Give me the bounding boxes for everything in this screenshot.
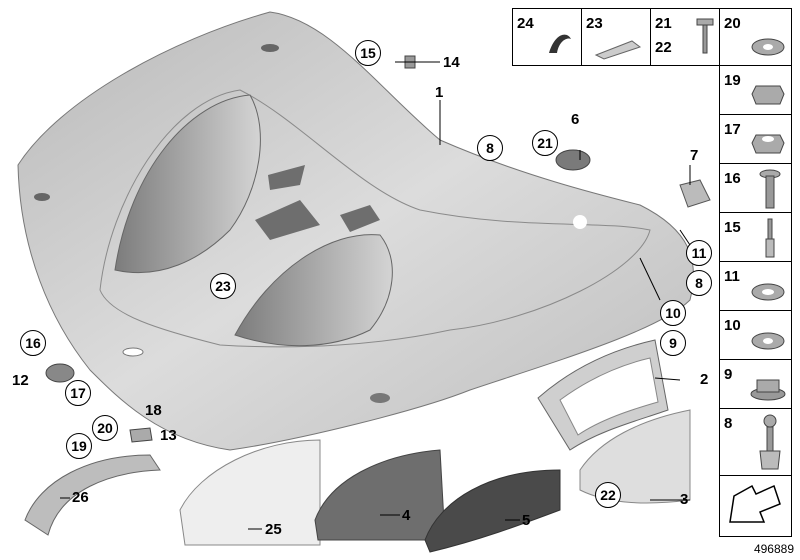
direction-arrow-icon bbox=[729, 484, 781, 523]
legend-cell-11: 11 bbox=[719, 261, 792, 311]
hood-panel bbox=[17, 11, 694, 451]
nut-icon bbox=[751, 85, 785, 105]
washer-icon bbox=[751, 283, 785, 301]
legend-number: 24 bbox=[517, 15, 534, 32]
part-7-mesh bbox=[679, 179, 711, 208]
legend-cell-9: 9 bbox=[719, 359, 792, 409]
label-17-circle: 17 bbox=[65, 380, 91, 406]
label-20-circle: 20 bbox=[92, 415, 118, 441]
hood-slot-top bbox=[261, 44, 279, 52]
label-16-circle: 16 bbox=[20, 330, 46, 356]
part-6-cap bbox=[555, 149, 591, 171]
legend-cell-15: 15 bbox=[719, 212, 792, 262]
legend-number: 19 bbox=[724, 72, 741, 89]
rivet-icon bbox=[765, 218, 775, 258]
label-18: 18 bbox=[145, 402, 162, 419]
label-23-circle: 23 bbox=[210, 273, 236, 299]
center-vent-3 bbox=[340, 205, 380, 232]
label-3: 3 bbox=[680, 491, 689, 508]
nut-icon bbox=[751, 134, 785, 154]
legend-cell-16: 16 bbox=[719, 163, 792, 213]
washer-icon bbox=[751, 38, 785, 56]
legend-cell-17: 17 bbox=[719, 114, 792, 164]
legend-cell-21-22: 21 22 bbox=[650, 8, 720, 66]
legend-number: 17 bbox=[724, 121, 741, 138]
hood-slot-left bbox=[34, 193, 50, 201]
label-9-circle: 9 bbox=[660, 330, 686, 356]
label-2: 2 bbox=[700, 371, 709, 388]
pin-icon bbox=[759, 414, 781, 470]
hood-slot-bottom bbox=[122, 347, 144, 357]
bolt-icon bbox=[759, 169, 781, 209]
pad-icon bbox=[594, 40, 642, 60]
label-19-circle: 19 bbox=[66, 433, 92, 459]
part-12 bbox=[45, 363, 75, 383]
legend-cell-10: 10 bbox=[719, 310, 792, 360]
legend-number: 9 bbox=[724, 366, 733, 383]
label-6: 6 bbox=[571, 111, 580, 128]
label-8b-circle: 8 bbox=[686, 270, 712, 296]
legend-cell-23: 23 bbox=[581, 8, 651, 66]
label-15-circle: 15 bbox=[355, 40, 381, 66]
label-1: 1 bbox=[435, 84, 444, 101]
label-10-circle: 10 bbox=[660, 300, 686, 326]
hood-hole bbox=[573, 215, 587, 229]
legend-cell-8: 8 bbox=[719, 408, 792, 476]
screw-icon bbox=[696, 18, 714, 54]
center-vent-2 bbox=[255, 200, 320, 240]
label-22-circle: 22 bbox=[595, 482, 621, 508]
legend-cell-20: 20 bbox=[719, 8, 792, 66]
label-5: 5 bbox=[522, 512, 531, 529]
legend-number: 16 bbox=[724, 170, 741, 187]
label-7: 7 bbox=[690, 147, 699, 164]
legend-number: 20 bbox=[724, 15, 741, 32]
part-26-arch bbox=[24, 454, 161, 536]
diagram-reference-number: 496889 bbox=[753, 542, 794, 556]
label-11-circle: 11 bbox=[686, 240, 712, 266]
legend-cell-arrow bbox=[719, 475, 792, 537]
label-14: 14 bbox=[443, 54, 460, 71]
legend-number: 8 bbox=[724, 415, 733, 432]
center-vent-1 bbox=[268, 165, 305, 190]
label-26: 26 bbox=[72, 489, 89, 506]
washer-icon bbox=[751, 332, 785, 350]
part-5-panel bbox=[424, 469, 561, 553]
right-scoop bbox=[234, 234, 393, 347]
hood-inner-outline bbox=[99, 89, 651, 348]
legend-number: 23 bbox=[586, 15, 603, 32]
left-scoop bbox=[114, 94, 261, 274]
hood-slot-right bbox=[370, 393, 390, 403]
label-21-circle: 21 bbox=[532, 130, 558, 156]
legend-cell-19: 19 bbox=[719, 65, 792, 115]
label-4: 4 bbox=[402, 507, 411, 524]
legend-number: 15 bbox=[724, 219, 741, 236]
label-25: 25 bbox=[265, 521, 282, 538]
seal-strip-icon bbox=[549, 34, 571, 53]
legend-number: 22 bbox=[655, 39, 672, 56]
part-4-panel bbox=[314, 449, 446, 541]
legend-number: 21 bbox=[655, 15, 672, 32]
label-12: 12 bbox=[12, 372, 29, 389]
label-13: 13 bbox=[160, 427, 177, 444]
part-25-frame bbox=[179, 439, 321, 546]
label-8-circle: 8 bbox=[477, 135, 503, 161]
legend-number: 10 bbox=[724, 317, 741, 334]
part-13-clip bbox=[129, 427, 153, 443]
flange-nut-icon bbox=[750, 379, 786, 401]
legend-number: 11 bbox=[724, 268, 740, 285]
legend-cell-24: 24 bbox=[512, 8, 582, 66]
